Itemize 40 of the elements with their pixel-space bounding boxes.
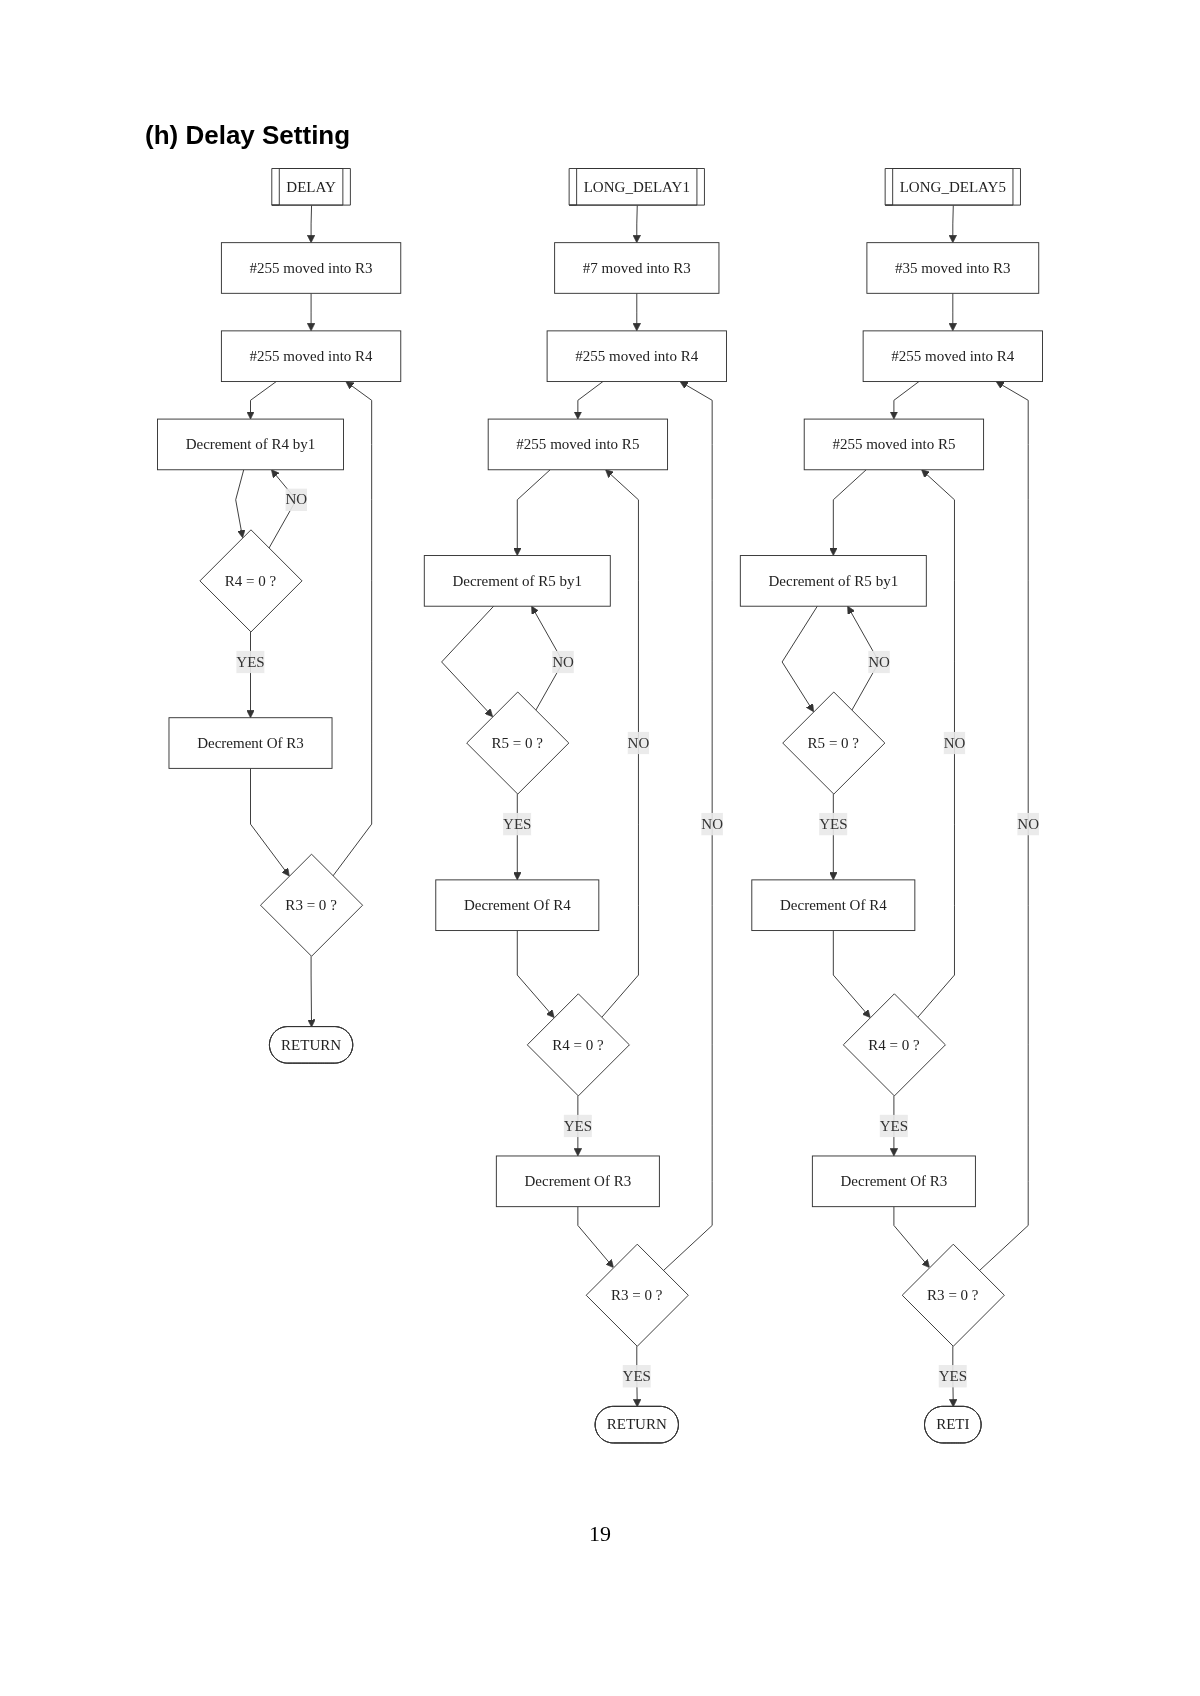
- node-box: Decrement of R5 by1: [423, 555, 611, 607]
- node-diamond: R5 = 0 ?: [782, 691, 886, 795]
- edge-label: NO: [943, 734, 966, 751]
- node-box: #255 moved into R3: [220, 242, 402, 294]
- edge-label: YES: [879, 1117, 909, 1134]
- edge-label: NO: [285, 491, 308, 508]
- node-diamond: R4 = 0 ?: [199, 529, 303, 633]
- node-box: Decrement of R4 by1: [157, 418, 344, 471]
- edge-label: YES: [622, 1367, 651, 1384]
- node-box: Decrement Of R4: [751, 879, 916, 931]
- node-diamond: R4 = 0 ?: [842, 993, 946, 1097]
- node-box: #255 moved into R5: [803, 418, 985, 471]
- edge-label: NO: [552, 653, 574, 670]
- node-box: Decrement Of R4: [435, 879, 600, 931]
- page-number: 19: [588, 1521, 612, 1547]
- diagram-title: (h) Delay Setting: [145, 120, 352, 151]
- node-diamond: R4 = 0 ?: [526, 993, 630, 1097]
- edge-label: NO: [627, 734, 650, 751]
- edge-label: YES: [938, 1367, 967, 1384]
- node-box: Decrement Of R3: [495, 1155, 660, 1208]
- edge-label: YES: [563, 1117, 593, 1134]
- node-diamond: R3 = 0 ?: [260, 853, 364, 957]
- node-box: Decrement of R5 by1: [739, 555, 927, 607]
- node-box: #7 moved into R3: [554, 242, 720, 294]
- node-diamond: R3 = 0 ?: [901, 1243, 1005, 1347]
- node-box: #255 moved into R4: [220, 330, 402, 382]
- edge-label: NO: [701, 815, 724, 832]
- node-box: #255 moved into R5: [487, 418, 668, 471]
- edge-label: NO: [868, 653, 890, 670]
- edge-label: YES: [503, 815, 532, 832]
- node-box: Decrement Of R3: [168, 717, 333, 769]
- node-diamond: R3 = 0 ?: [585, 1243, 689, 1347]
- edge-label: YES: [819, 815, 848, 832]
- node-diamond: R5 = 0 ?: [466, 691, 570, 795]
- node-box: #35 moved into R3: [866, 242, 1040, 294]
- node-box: Decrement Of R3: [811, 1155, 976, 1208]
- node-box: #255 moved into R4: [862, 330, 1043, 382]
- node-box: #255 moved into R4: [546, 330, 727, 382]
- edge-label: YES: [236, 653, 265, 670]
- edge-label: NO: [1017, 815, 1040, 832]
